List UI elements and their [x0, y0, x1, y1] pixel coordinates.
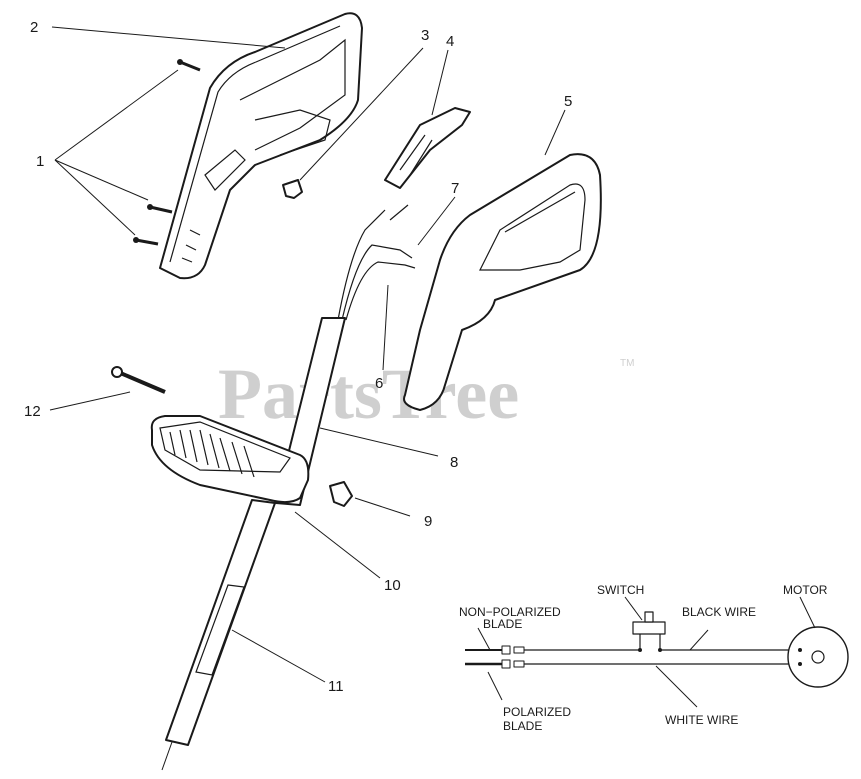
- part-wires: [337, 204, 416, 321]
- callout-1: 1: [36, 153, 44, 170]
- part-screw-bottom: [133, 237, 159, 246]
- wiring-schematic: [465, 596, 849, 708]
- callout-10: 10: [384, 577, 401, 594]
- callout-11: 11: [328, 678, 344, 695]
- motor-symbol: [787, 626, 849, 688]
- callout-9: 9: [424, 513, 432, 530]
- callout-7: 7: [451, 180, 459, 197]
- part-knob-clip: [329, 481, 353, 507]
- label-black-wire: BLACK WIRE: [682, 605, 756, 619]
- label-non-polarized-2: BLADE: [483, 617, 522, 631]
- callout-4: 4: [446, 33, 454, 50]
- switch-symbol: [632, 611, 666, 652]
- label-non-polarized-1: NON−POLARIZED: [459, 605, 561, 619]
- part-lower-shaft: [165, 499, 276, 746]
- label-polarized-1: POLARIZED: [503, 705, 571, 719]
- part-long-screw: [111, 366, 166, 394]
- part-handle-right-half: [403, 153, 602, 411]
- label-white-wire: WHITE WIRE: [665, 713, 738, 727]
- watermark-trademark: TM: [620, 358, 634, 369]
- callout-5: 5: [564, 93, 572, 110]
- part-screw-top: [177, 59, 201, 72]
- watermark-text: PartsTree: [218, 354, 519, 434]
- callout-2: 2: [30, 19, 38, 36]
- callout-6: 6: [375, 375, 383, 392]
- part-auxiliary-handle: [150, 415, 310, 504]
- label-polarized-2: BLADE: [503, 719, 542, 733]
- label-switch: SWITCH: [597, 583, 644, 597]
- label-motor: MOTOR: [783, 583, 828, 597]
- callout-8: 8: [450, 454, 458, 471]
- part-screw-middle: [147, 204, 173, 214]
- part-clip: [282, 179, 303, 199]
- leader-lines: [49, 26, 566, 771]
- callout-12: 12: [24, 403, 41, 420]
- callout-3: 3: [421, 27, 429, 44]
- part-switch-trigger: [384, 107, 471, 189]
- part-handle-left-half: [159, 12, 363, 280]
